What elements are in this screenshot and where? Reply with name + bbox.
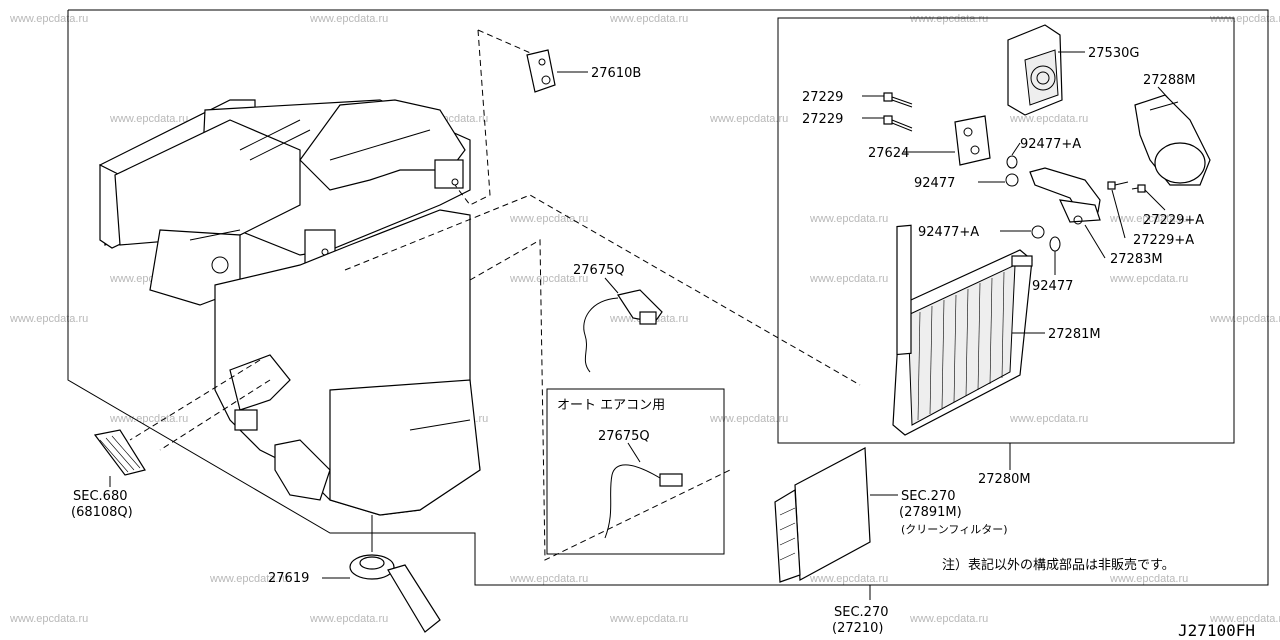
- part-label-27530g: 27530G: [1088, 46, 1139, 61]
- sensor-27675q-auto: [604, 464, 683, 539]
- bolt-27229: [883, 92, 913, 132]
- assembly-outline: [67, 9, 1269, 586]
- watermark: www.epcdata.ru: [509, 213, 588, 225]
- part-label-27624: 27624: [868, 146, 909, 161]
- watermark: www.epcdata.ru: [809, 213, 888, 225]
- section-label-sec270: SEC.270: [901, 489, 956, 504]
- part-label-92477: 92477: [914, 176, 955, 191]
- dash-line: [159, 379, 271, 451]
- watermark: www.epcdata.ru: [309, 13, 388, 25]
- part-label-27619: 27619: [268, 571, 309, 586]
- hvac-unit-drawing: [99, 99, 481, 535]
- watermark: www.epcdata.ru: [909, 13, 988, 25]
- o-ring: [1005, 173, 1019, 187]
- bracket-27610b: [526, 49, 556, 93]
- watermark: www.epcdata.ru: [109, 113, 188, 125]
- part-label-27229a: 27229+A: [1133, 233, 1194, 248]
- part-label-27675q: 27675Q: [598, 429, 650, 444]
- watermark: www.epcdata.ru: [1009, 113, 1088, 125]
- watermark: www.epcdata.ru: [1109, 273, 1188, 285]
- watermark: www.epcdata.ru: [709, 113, 788, 125]
- filter-note: (クリーンフィルター): [901, 523, 1007, 536]
- watermark: www.epcdata.ru: [9, 13, 88, 25]
- bolt-27229a: [1107, 181, 1146, 193]
- sensor-27675q: [583, 289, 663, 373]
- o-ring: [1031, 225, 1045, 239]
- o-ring: [1049, 236, 1061, 252]
- part-label-27283m: 27283M: [1110, 252, 1163, 267]
- dash-line: [129, 359, 261, 441]
- part-label-27229a: 27229+A: [1143, 213, 1204, 228]
- watermark: www.epcdata.ru: [609, 13, 688, 25]
- auto-ac-note: オート エアコン用: [557, 398, 665, 413]
- dash-line: [469, 239, 731, 561]
- evaporator-core-27281m: [892, 224, 1033, 436]
- watermark: www.epcdata.ru: [1209, 313, 1280, 325]
- o-ring: [1006, 155, 1018, 169]
- section-label-sec680: SEC.680: [73, 489, 128, 504]
- part-label-27229: 27229: [802, 112, 843, 127]
- section-label-27210: (27210): [832, 621, 884, 636]
- evaporator-group-box: [777, 17, 1235, 444]
- watermark: www.epcdata.ru: [9, 613, 88, 625]
- bracket-sec680: [93, 429, 146, 476]
- watermark: www.epcdata.ru: [309, 613, 388, 625]
- part-label-27280m: 27280M: [978, 472, 1031, 487]
- part-label-92477a: 92477+A: [1020, 137, 1081, 152]
- not-sold-note: 注）表記以外の構成部品は非販売です。: [942, 557, 1175, 573]
- part-label-92477: 92477: [1032, 279, 1073, 294]
- pipe-27283m: [1029, 167, 1101, 225]
- dash-line: [344, 194, 861, 386]
- watermark: www.epcdata.ru: [809, 573, 888, 585]
- dash-line: [454, 29, 491, 206]
- section-label-sec270: SEC.270: [834, 605, 889, 620]
- watermark: www.epcdata.ru: [709, 413, 788, 425]
- valve-cover-27530g: [1007, 24, 1063, 116]
- part-label-27288m: 27288M: [1143, 73, 1196, 88]
- filter-sec270: [774, 447, 871, 583]
- watermark: www.epcdata.ru: [909, 613, 988, 625]
- watermark: www.epcdata.ru: [1009, 413, 1088, 425]
- part-label-92477a: 92477+A: [918, 225, 979, 240]
- watermark: www.epcdata.ru: [509, 273, 588, 285]
- watermark: www.epcdata.ru: [209, 573, 288, 585]
- watermark: www.epcdata.ru: [9, 313, 88, 325]
- part-label-27675q: 27675Q: [573, 263, 625, 278]
- expansion-valve-27624: [954, 115, 991, 166]
- watermark: www.epcdata.ru: [809, 273, 888, 285]
- dash-line: [477, 29, 536, 56]
- section-label-27891m: (27891M): [899, 505, 962, 520]
- section-label-68108q: (68108Q): [71, 505, 133, 520]
- watermark: www.epcdata.ru: [1209, 13, 1280, 25]
- part-label-27610b: 27610B: [591, 66, 641, 81]
- part-label-27229: 27229: [802, 90, 843, 105]
- drain-hose-27619: [349, 535, 441, 633]
- diagram-code: J27100FH: [1178, 621, 1255, 640]
- watermark: www.epcdata.ru: [609, 613, 688, 625]
- watermark: www.epcdata.ru: [1109, 573, 1188, 585]
- watermark: www.epcdata.ru: [1209, 613, 1280, 625]
- hose-27288m: [1134, 94, 1211, 186]
- auto-ac-box: [546, 388, 725, 555]
- watermark: www.epcdata.ru: [509, 573, 588, 585]
- part-label-27281m: 27281M: [1048, 327, 1101, 342]
- watermark: www.epcdata.ru: [1109, 213, 1188, 225]
- watermark: www.epcdata.ru: [109, 413, 188, 425]
